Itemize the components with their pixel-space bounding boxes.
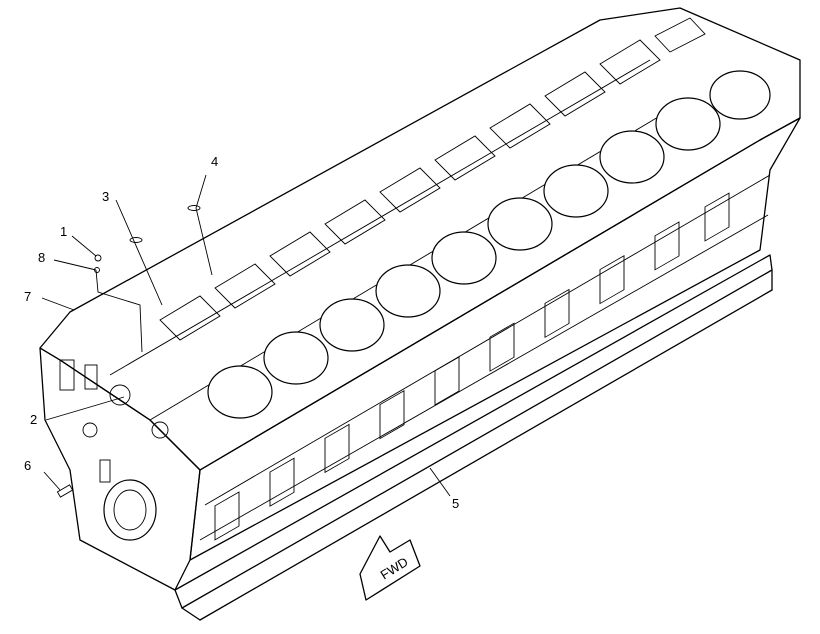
left-bank-openings [159,17,706,341]
callout-4: 4 [211,154,218,169]
fwd-arrow-icon [359,535,421,601]
callout-3: 3 [102,189,109,204]
block-front-face [39,347,201,591]
cylinder-bores [207,70,771,419]
callout-5: 5 [452,496,459,511]
fwd-arrow: FWD [359,535,421,601]
part-glyphs [56,205,201,498]
engine-block [39,7,801,621]
block-top-deck [39,7,801,471]
callout-6: 6 [24,458,31,473]
side-windows [214,192,730,541]
callout-7: 7 [24,289,31,304]
front-end-details [59,359,169,541]
callout-2: 2 [30,412,37,427]
callout-8: 8 [38,250,45,265]
leader-lines [41,174,451,497]
fwd-label: FWD [378,554,411,582]
callout-1: 1 [60,224,67,239]
